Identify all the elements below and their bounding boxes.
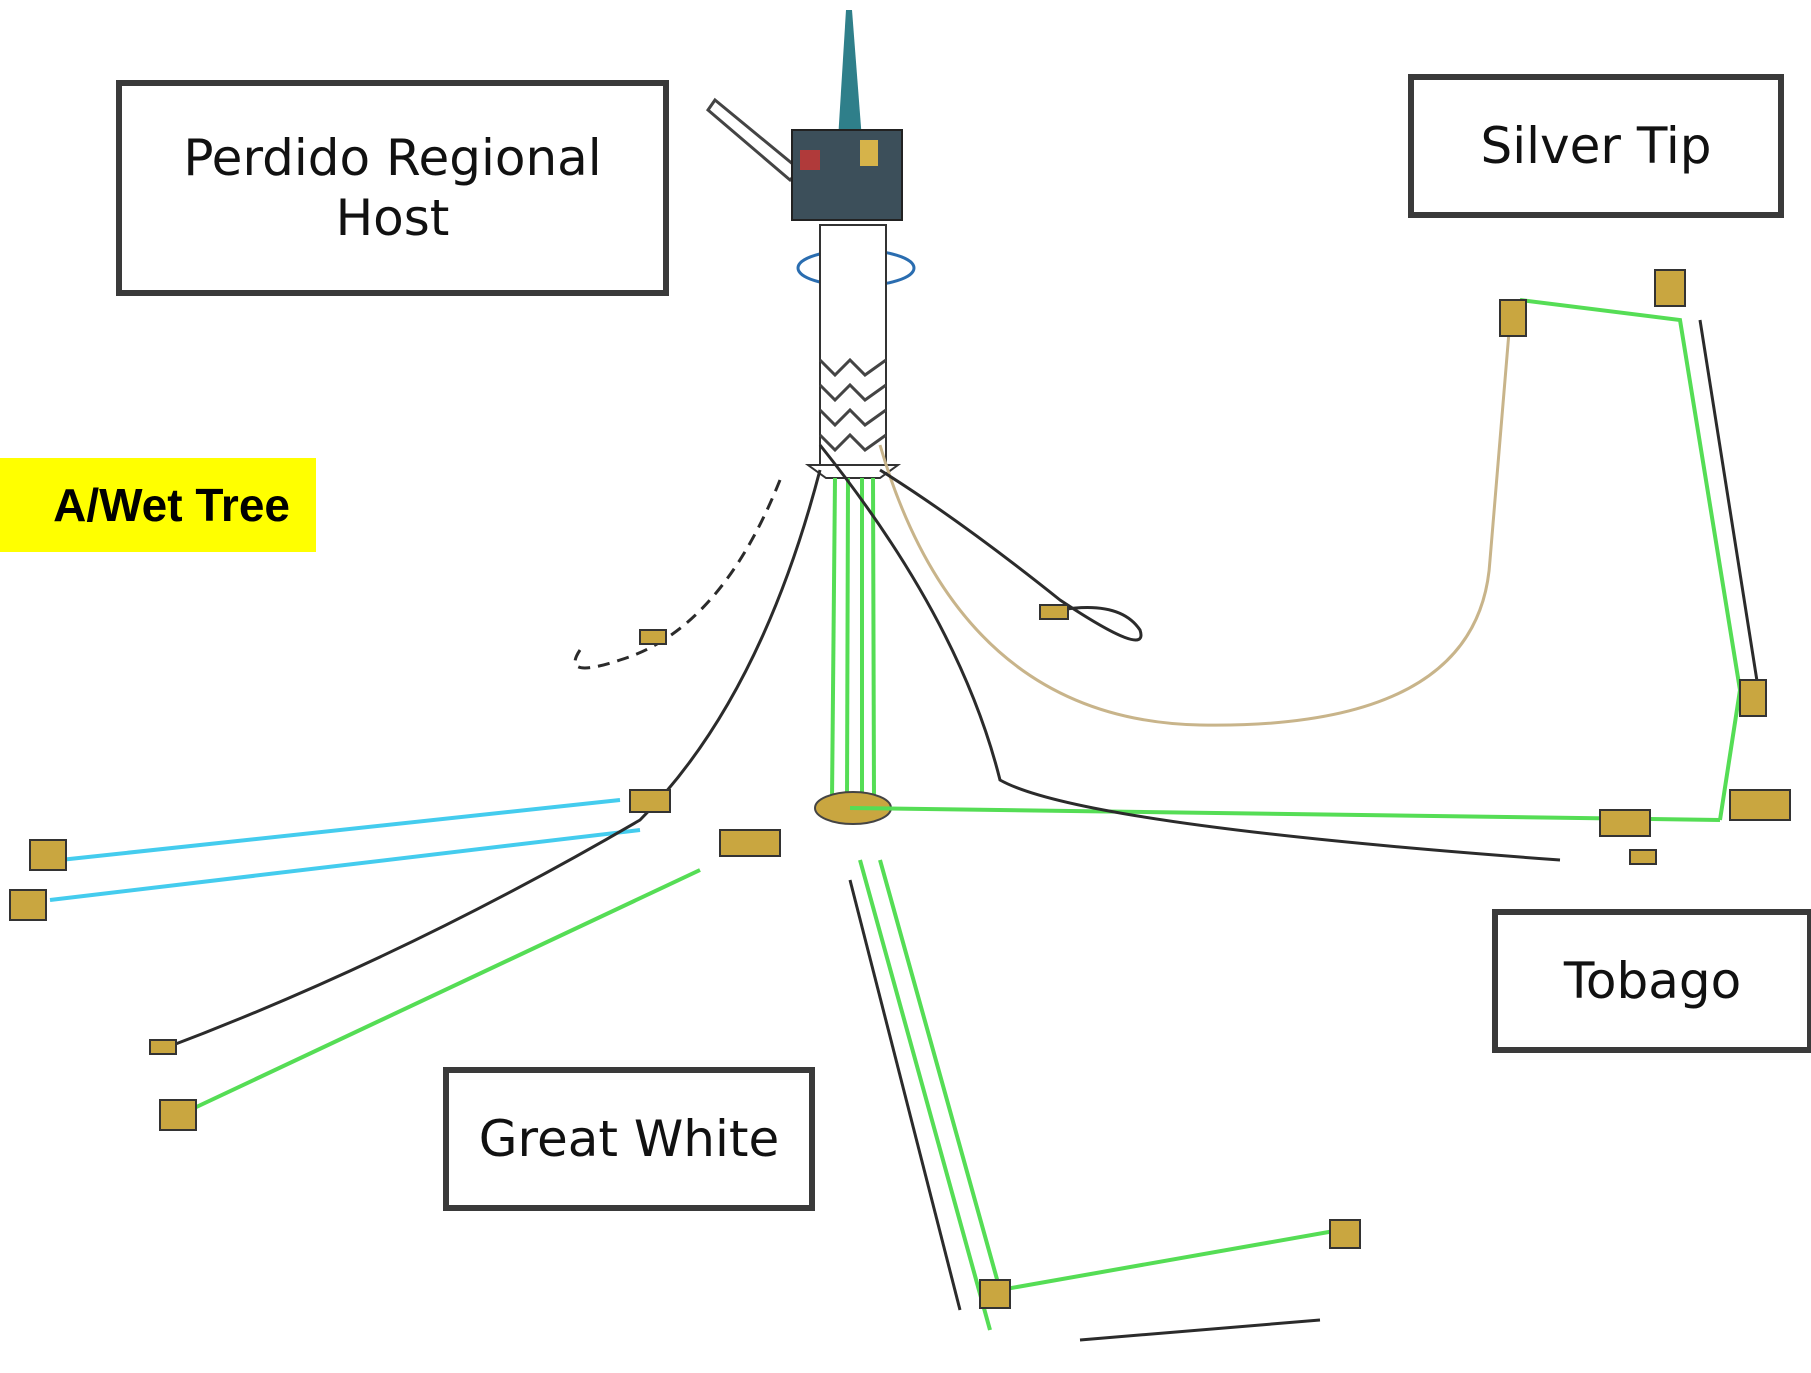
great-white-cyan-flowline-2 xyxy=(49,828,641,902)
spar-topsides-module xyxy=(860,140,878,166)
spar-hull xyxy=(819,224,887,466)
future-tie-in xyxy=(639,629,667,645)
tobago-flowline xyxy=(849,806,1721,822)
south-umbilical xyxy=(848,879,962,1311)
great-white-umbilical-termination xyxy=(149,1039,177,1055)
dashed-future-line xyxy=(573,479,782,670)
drill-center-manifold xyxy=(719,829,781,857)
spar-platform xyxy=(705,10,916,825)
subsea-wells xyxy=(9,269,1791,1309)
great-white-umbilical xyxy=(159,469,822,1052)
silver-tip-manifold xyxy=(1729,789,1791,821)
well-umbilical-termination xyxy=(1039,604,1069,620)
great-white-cyan-flowline-1 xyxy=(59,798,621,862)
silver-tip-umbilical xyxy=(1698,319,1762,701)
spar-topsides-module xyxy=(800,150,820,170)
silver-tip-label: Silver Tip xyxy=(1408,74,1784,218)
tobago-umbilical xyxy=(818,444,1561,862)
south-tree xyxy=(979,1279,1011,1309)
great-white-tree xyxy=(29,839,67,871)
perdido-regional-host-text: Perdido Regional Host xyxy=(183,129,602,247)
spar-crane-boom xyxy=(705,97,803,183)
silver-tip-riser xyxy=(878,319,1512,727)
south-tree xyxy=(1329,1219,1361,1249)
well-umbilical xyxy=(879,468,1143,642)
spar-derrick xyxy=(838,10,862,140)
south-umbilical-2 xyxy=(1079,1318,1321,1342)
great-white-tree xyxy=(9,889,47,921)
wet-tree-highlight-label: A/Wet Tree xyxy=(0,458,316,552)
silver-tip-flowline xyxy=(1519,298,1743,821)
production-risers xyxy=(830,477,876,801)
great-white-flowline xyxy=(189,868,701,1112)
great-white-label: Great White xyxy=(443,1067,815,1211)
wet-tree-highlight-text: A/Wet Tree xyxy=(53,479,290,531)
great-white-text: Great White xyxy=(478,1110,780,1168)
tobago-label: Tobago xyxy=(1492,909,1811,1053)
silver-tip-tree xyxy=(1499,299,1527,337)
tobago-text: Tobago xyxy=(1563,952,1742,1010)
great-white-tree xyxy=(159,1099,197,1131)
silver-tip-text: Silver Tip xyxy=(1480,117,1712,175)
tobago-manifold xyxy=(1599,809,1651,837)
well-tree xyxy=(629,789,671,813)
spar-topsides xyxy=(791,129,903,221)
silver-tip-tree xyxy=(1739,679,1767,717)
south-flowline-1 xyxy=(858,859,992,1331)
silver-tip-tree xyxy=(1654,269,1686,307)
tobago-umbilical-termination xyxy=(1629,849,1657,865)
perdido-regional-host-label: Perdido Regional Host xyxy=(116,80,669,296)
spar-strakes xyxy=(818,357,887,453)
south-flowline-2 xyxy=(878,859,1341,1293)
flowlines xyxy=(49,298,1762,1342)
